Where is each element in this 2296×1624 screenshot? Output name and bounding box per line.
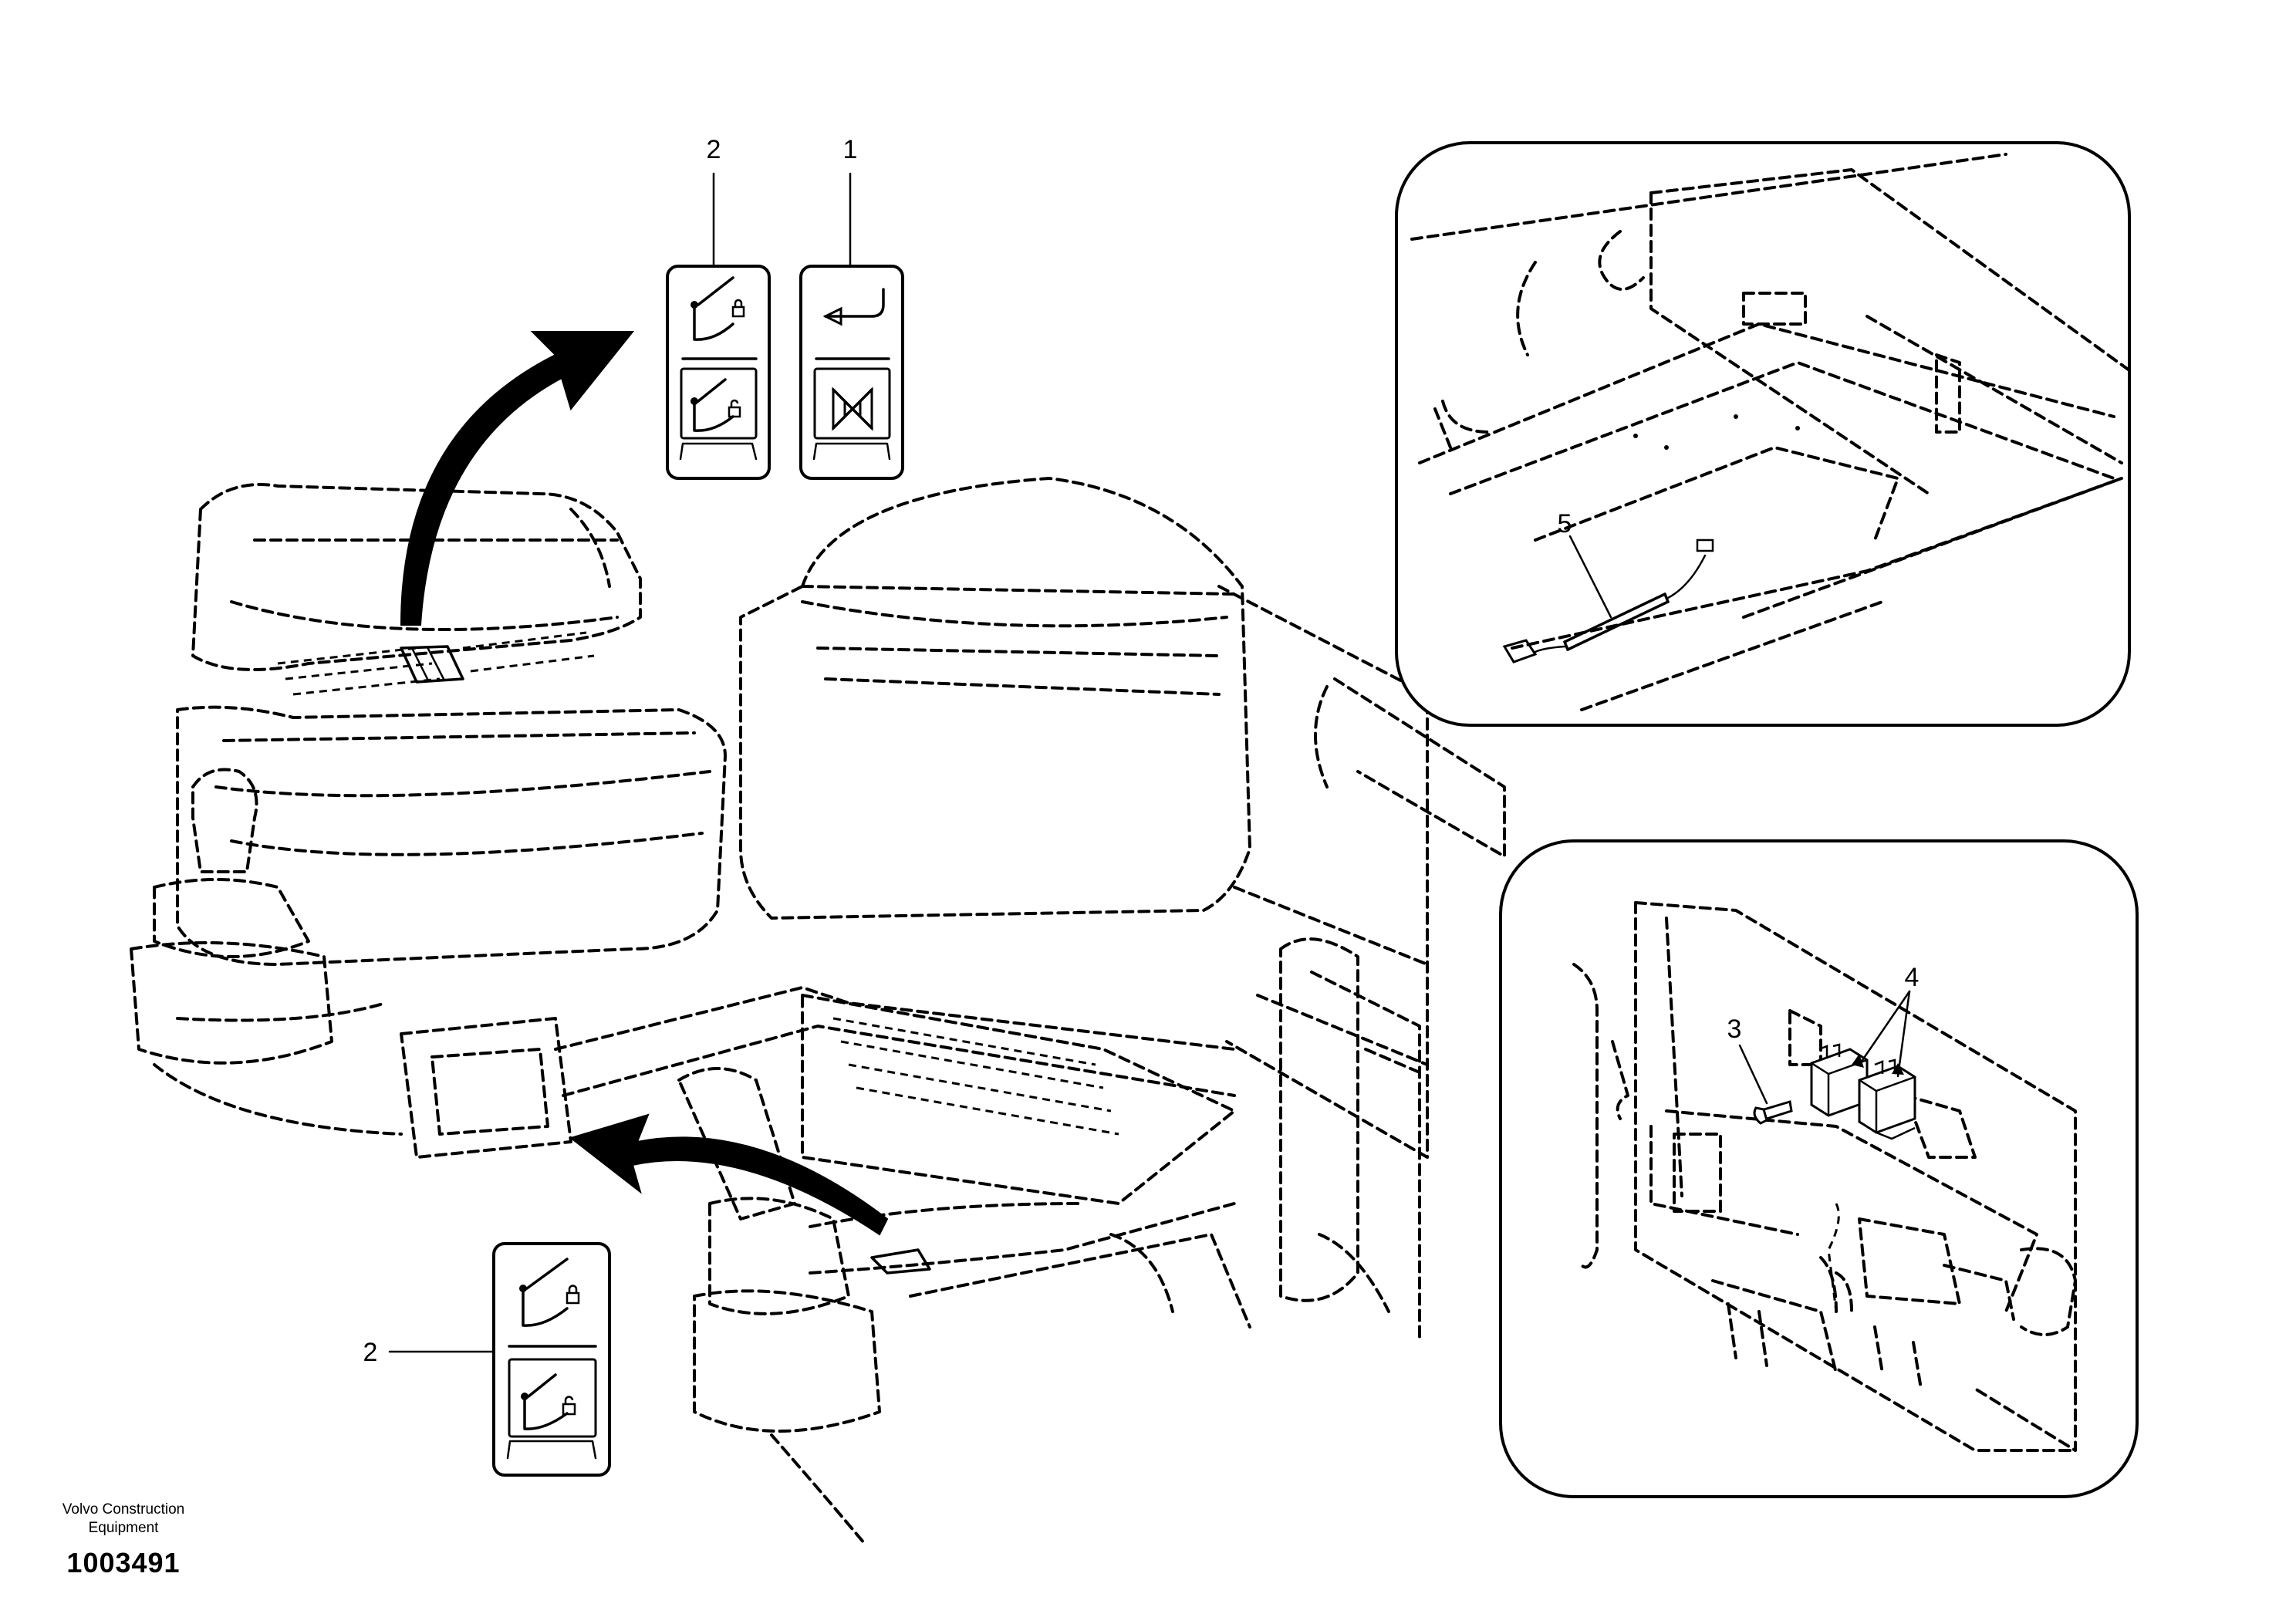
cab-interior-drawing: [130, 477, 1506, 1545]
bolt-icon: [1753, 1100, 1793, 1125]
switch-2-top: [666, 265, 771, 480]
drawing-number: 1003491: [66, 1547, 181, 1578]
callout-2-top: 2: [707, 135, 721, 164]
quick-coupler-lock-icon: [519, 1258, 580, 1327]
relay-icon: [1858, 1058, 1916, 1140]
harness-icon: [1502, 539, 1714, 663]
callout-3: 3: [1727, 1015, 1742, 1044]
company-name-line1: Volvo Construction: [62, 1501, 185, 1518]
callout-1: 1: [843, 135, 858, 164]
quick-coupler-unlock-icon: [521, 1373, 576, 1430]
quick-coupler-lock-icon: [690, 276, 745, 341]
lower-pointer-arrow: [569, 1113, 889, 1236]
switch-1: [799, 265, 904, 480]
leader-line-5: [1568, 535, 1612, 619]
buzzer-stop-icon: [832, 387, 873, 431]
callout-5: 5: [1558, 509, 1572, 539]
inset-harness-detail: 5: [1395, 141, 2131, 727]
leader-line-4a: [1858, 990, 1911, 1066]
switch-2-bottom: [492, 1242, 611, 1477]
title-block: Volvo Construction Equipment 1003491: [31, 1501, 216, 1579]
callout-4: 4: [1905, 963, 1920, 992]
upper-pointer-arrow: [400, 331, 635, 626]
leader-line-4b: [1896, 990, 1911, 1078]
leader-line-3: [1738, 1044, 1768, 1105]
callout-2-bottom: 2: [363, 1338, 378, 1367]
quick-coupler-unlock-icon: [690, 378, 741, 432]
company-name-line2: Equipment: [88, 1520, 159, 1536]
return-arrow-icon: [822, 288, 885, 326]
inset-relay-detail: 3 4: [1499, 839, 2139, 1498]
